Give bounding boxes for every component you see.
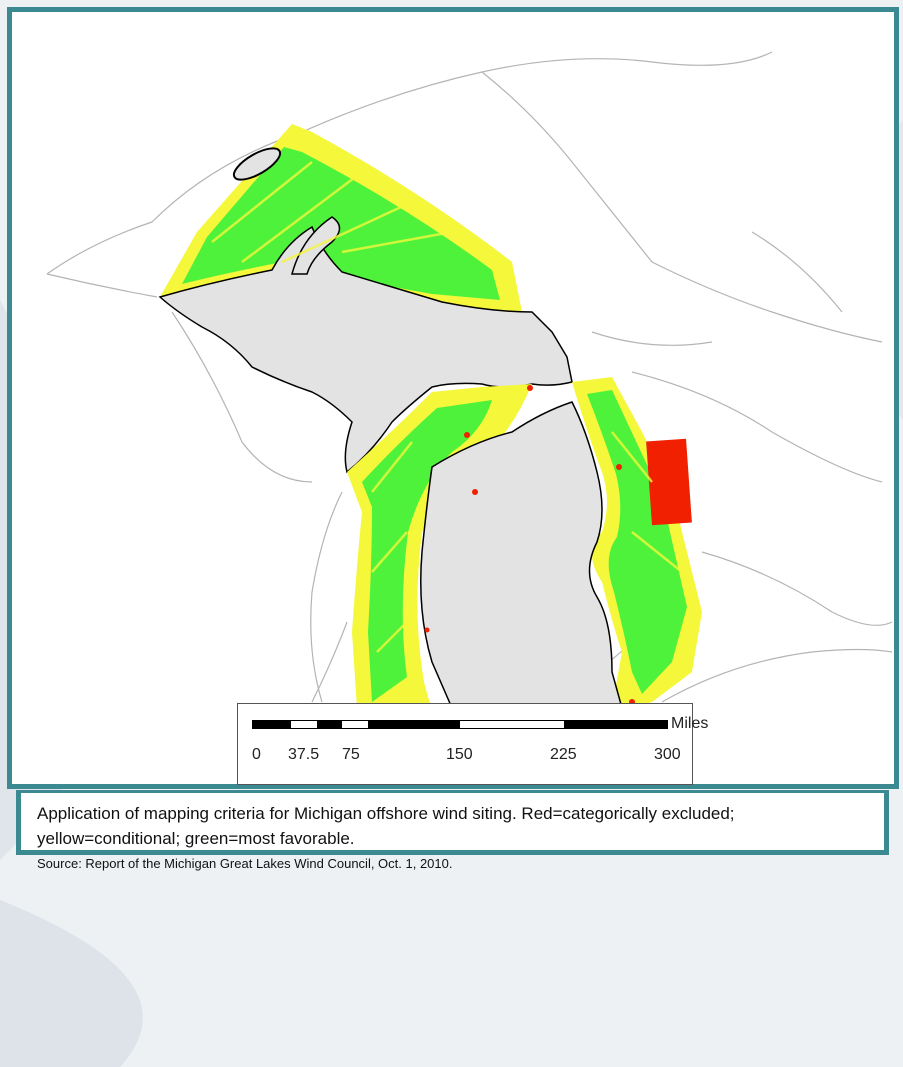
scale-bar-graphic <box>252 720 668 729</box>
scale-tick-5: 300 <box>654 746 681 763</box>
scale-tick-1: 37.5 <box>288 746 320 763</box>
lower-peninsula <box>420 401 623 708</box>
michigan-wind-map <box>46 51 893 708</box>
map-frame <box>7 7 899 789</box>
scale-tick-4: 225 <box>550 746 577 763</box>
scale-unit: Miles <box>671 715 709 732</box>
lake-outlines <box>46 51 893 703</box>
caption-source: Source: Report of the Michigan Great Lak… <box>37 856 453 871</box>
scale-tick-3: 150 <box>446 746 473 763</box>
scale-tick-0: 0 <box>252 746 261 763</box>
caption-text: Application of mapping criteria for Mich… <box>37 804 735 848</box>
caption-box: Application of mapping criteria for Mich… <box>16 790 889 871</box>
scale-tick-2: 75 <box>342 746 360 763</box>
superior-green <box>182 147 500 300</box>
excluded-zone <box>646 438 692 526</box>
scale-bar: Miles 0 37.5 75 150 225 300 <box>237 703 708 785</box>
